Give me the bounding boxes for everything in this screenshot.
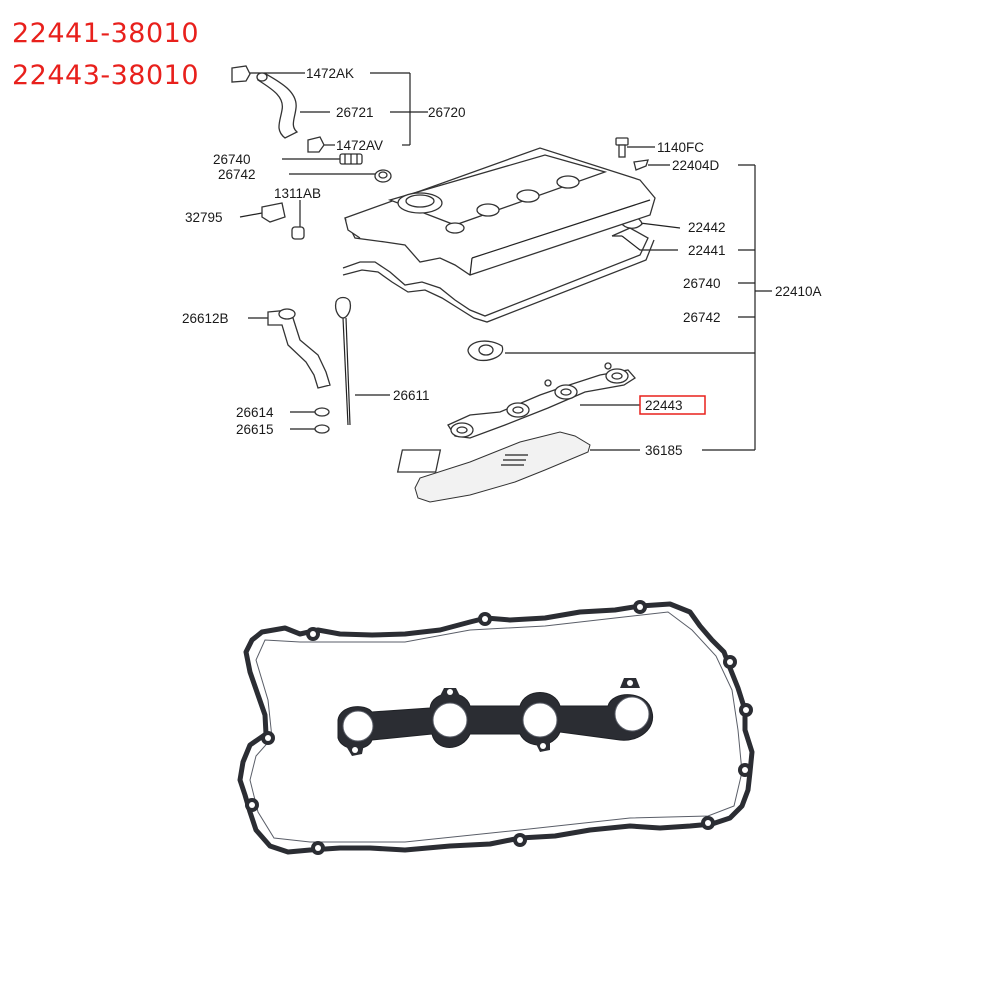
callout-1311ab: 1311AB — [274, 186, 321, 201]
callout-22404d: 22404D — [672, 158, 720, 173]
clip-22404d-drawing — [633, 159, 649, 171]
clip-1472ak-drawing — [231, 65, 251, 83]
callout-26611: 26611 — [393, 388, 430, 403]
callout-22441: 22441 — [688, 243, 726, 258]
valve-cover-drawing — [344, 147, 656, 276]
baffle-plate-drawing — [396, 431, 591, 503]
highlight-box — [639, 395, 706, 415]
callout-36185: 36185 — [645, 443, 683, 458]
part-number-2: 22443-38010 — [12, 60, 200, 91]
callout-26614: 26614 — [236, 405, 274, 420]
callout-26615: 26615 — [236, 422, 274, 437]
callout-26721: 26721 — [336, 105, 374, 120]
clip-1472av-drawing — [307, 136, 325, 153]
callout-26742-left: 26742 — [218, 167, 256, 182]
gasket-set-photo — [237, 600, 755, 855]
dipstick-drawing — [334, 296, 352, 426]
grommet-drawing — [374, 169, 392, 183]
plug-tube-gasket — [337, 678, 654, 756]
callout-22410a: 22410A — [775, 284, 822, 299]
callout-22442: 22442 — [688, 220, 726, 235]
seal-drawing — [467, 340, 504, 362]
callout-1472ak: 1472AK — [306, 66, 354, 81]
plug-tube-gasket-drawing — [447, 362, 636, 439]
o-rings-drawing — [314, 407, 330, 434]
pcv-hose-drawing — [267, 308, 331, 389]
callout-26720: 26720 — [428, 105, 466, 120]
callout-22443: 22443 — [645, 398, 683, 413]
callout-26740-left: 26740 — [213, 152, 251, 167]
part-drawings — [231, 65, 656, 503]
callout-labels: 1472AK 26721 26720 1472AV 26740 26742 13… — [182, 66, 822, 458]
valve-cover-gasket — [237, 601, 755, 855]
bracket-drawing — [261, 202, 305, 240]
callout-26740-right: 26740 — [683, 276, 721, 291]
gasket-bolt-holes — [245, 600, 753, 855]
callout-1472av: 1472AV — [336, 138, 383, 153]
callout-26742-right: 26742 — [683, 310, 721, 325]
breather-hose-drawing — [256, 72, 299, 139]
part-number-1: 22441-38010 — [12, 18, 200, 49]
bolt-drawing — [615, 137, 629, 158]
callout-32795: 32795 — [185, 210, 223, 225]
cover-gasket-drawing — [342, 227, 655, 323]
callout-26612b: 26612B — [182, 311, 229, 326]
pcv-valve-drawing — [339, 153, 363, 165]
callout-1140fc: 1140FC — [657, 140, 704, 155]
